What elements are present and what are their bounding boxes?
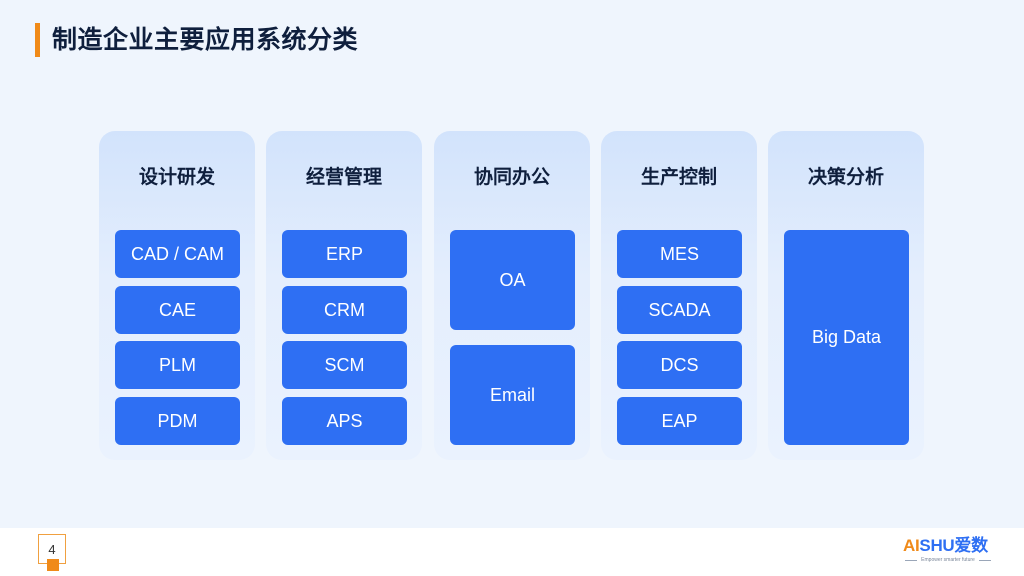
system-box: PLM: [115, 341, 240, 389]
system-box: ERP: [282, 230, 407, 278]
system-box: OA: [450, 230, 575, 330]
system-box: MES: [617, 230, 742, 278]
page-number-marker: [47, 559, 59, 571]
aishu-logo: AISHU爱数 Empower smarter future: [903, 536, 993, 566]
logo-divider-left: [905, 560, 917, 561]
logo-divider-right: [979, 560, 991, 561]
system-box: Big Data: [784, 230, 909, 445]
system-box: SCM: [282, 341, 407, 389]
category-column-production: 生产控制 MES SCADA DCS EAP: [601, 131, 757, 460]
category-title: 决策分析: [807, 166, 884, 188]
logo-brand-text: SHU爱数: [919, 536, 988, 555]
system-box: PDM: [115, 397, 240, 445]
category-title: 经营管理: [305, 166, 382, 188]
logo-tagline: Empower smarter future: [921, 557, 975, 563]
system-box: EAP: [617, 397, 742, 445]
system-box: APS: [282, 397, 407, 445]
system-box: CAD / CAM: [115, 230, 240, 278]
system-box: CAE: [115, 286, 240, 334]
category-title: 生产控制: [640, 166, 717, 188]
category-column-decision: 决策分析 Big Data: [768, 131, 924, 460]
system-box: DCS: [617, 341, 742, 389]
category-column-collaboration: 协同办公 OA Email: [434, 131, 590, 460]
category-column-management: 经营管理 ERP CRM SCM APS: [266, 131, 422, 460]
category-column-design: 设计研发 CAD / CAM CAE PLM PDM: [99, 131, 255, 460]
category-title: 协同办公: [473, 166, 550, 188]
logo-wordmark: AISHU爱数: [903, 536, 988, 556]
system-box: Email: [450, 345, 575, 445]
page-title: 制造企业主要应用系统分类: [52, 25, 359, 54]
system-box: CRM: [282, 286, 407, 334]
system-box: SCADA: [617, 286, 742, 334]
page-number: 4: [38, 534, 66, 564]
logo-ai-text: AI: [903, 536, 920, 555]
category-title: 设计研发: [138, 166, 215, 188]
title-accent-bar: [35, 23, 40, 57]
